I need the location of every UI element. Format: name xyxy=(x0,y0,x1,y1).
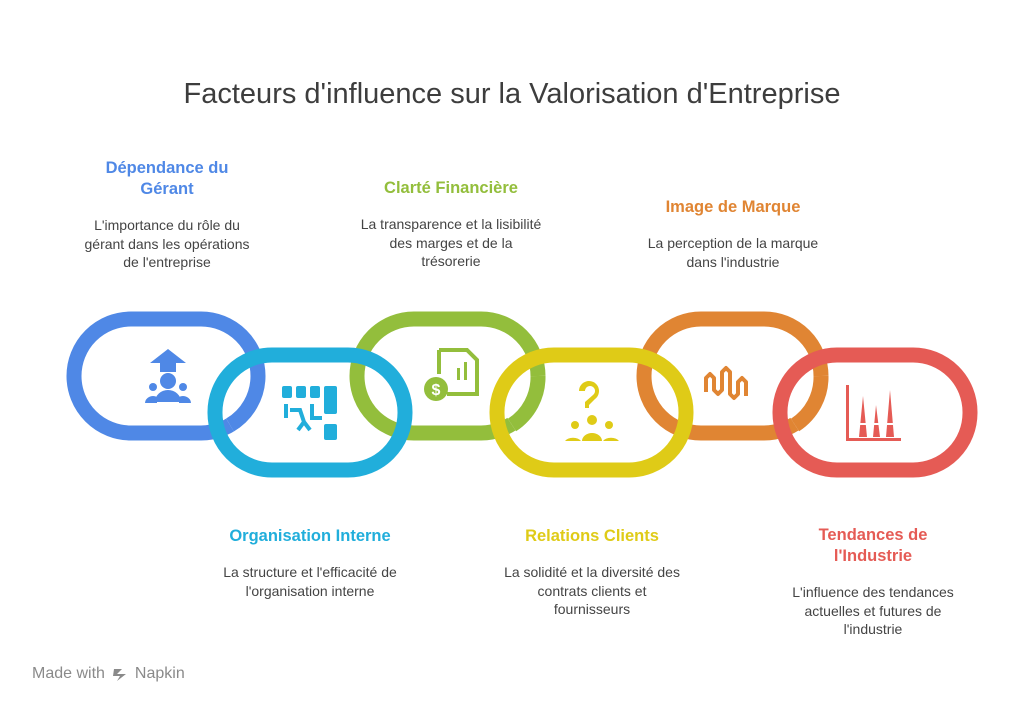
factor-title: Relations Clients xyxy=(525,527,659,545)
factor-description: L'importance du rôle du gérant dans les … xyxy=(84,217,250,270)
svg-text:$: $ xyxy=(432,382,441,399)
trend-chart-icon xyxy=(846,385,901,441)
factor-4: Relations Clients La solidité et la dive… xyxy=(482,526,702,619)
factor-description: La solidité et la diversité des contrats… xyxy=(504,564,680,617)
factor-6: Tendances de l'Industrie L'influence des… xyxy=(763,525,983,639)
financial-report-icon: $ xyxy=(424,348,479,401)
chain-link-6 xyxy=(772,347,978,478)
factor-title: Image de Marque xyxy=(665,198,801,216)
made-with-label: Made with xyxy=(32,665,105,682)
factor-title: Clarté Financière xyxy=(384,179,518,197)
factor-description: La transparence et la lisibilité des mar… xyxy=(360,216,542,269)
factor-5: Image de Marque La perception de la marq… xyxy=(623,197,843,271)
factor-description: L'influence des tendances actuelles et f… xyxy=(792,584,954,637)
napkin-brand: Napkin xyxy=(134,665,185,682)
factor-2: Organisation Interne La structure et l'e… xyxy=(200,526,420,600)
chain-link-2 xyxy=(207,347,413,478)
made-with-napkin: Made with Napkin xyxy=(32,665,185,683)
napkin-logo-icon xyxy=(112,669,126,681)
factor-title: Tendances de l'Industrie xyxy=(818,526,928,565)
chain-link-4 xyxy=(489,347,694,478)
brand-wave-icon xyxy=(704,366,748,400)
factor-description: La perception de la marque dans l'indust… xyxy=(647,235,819,270)
factor-title: Dépendance du Gérant xyxy=(105,159,229,198)
factor-title: Organisation Interne xyxy=(229,527,391,545)
diagram-title: Facteurs d'influence sur la Valorisation… xyxy=(183,78,841,110)
office-layout-icon xyxy=(282,386,337,440)
customer-question-icon xyxy=(565,381,619,441)
factor-3: Clarté Financière La transparence et la … xyxy=(341,178,561,271)
leader-team-icon xyxy=(145,349,191,403)
factor-description: La structure et l'efficacité de l'organi… xyxy=(223,564,397,599)
factor-1: Dépendance du Gérant L'importance du rôl… xyxy=(57,158,277,272)
